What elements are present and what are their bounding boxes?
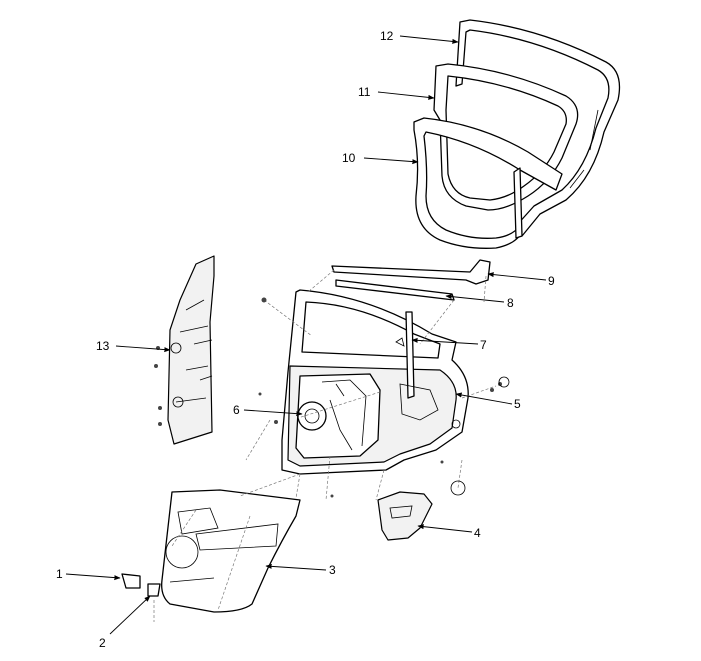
callout-13: 13 xyxy=(96,339,110,353)
delta-molding-9 xyxy=(331,259,491,285)
callout-12: 12 xyxy=(380,29,394,43)
handle-cover-1 xyxy=(121,573,141,589)
weatherstrip-10 xyxy=(413,117,563,249)
body-pillar-13 xyxy=(167,255,215,445)
callout-1: 1 xyxy=(56,567,63,581)
assembly-guide-lines xyxy=(153,269,497,622)
callout-4: 4 xyxy=(474,526,481,540)
callout-2: 2 xyxy=(99,636,106,650)
callout-11: 11 xyxy=(358,85,371,99)
callout-7: 7 xyxy=(480,338,487,352)
bracket-2 xyxy=(147,583,161,597)
weatherstrip-12 xyxy=(455,19,621,237)
callout-8: 8 xyxy=(507,296,514,310)
window-regulator-6 xyxy=(295,373,381,459)
latch-detail xyxy=(399,383,439,421)
leader-lines xyxy=(65,35,547,635)
callout-9: 9 xyxy=(548,274,555,288)
door-trim-3 xyxy=(161,489,301,613)
callout-6: 6 xyxy=(233,403,240,417)
callout-10: 10 xyxy=(342,151,356,165)
belt-molding-8 xyxy=(335,279,455,301)
callout-3: 3 xyxy=(329,563,336,577)
speaker-cover-4 xyxy=(377,491,433,541)
callout-5: 5 xyxy=(514,397,521,411)
window-channel-7 xyxy=(395,311,415,399)
